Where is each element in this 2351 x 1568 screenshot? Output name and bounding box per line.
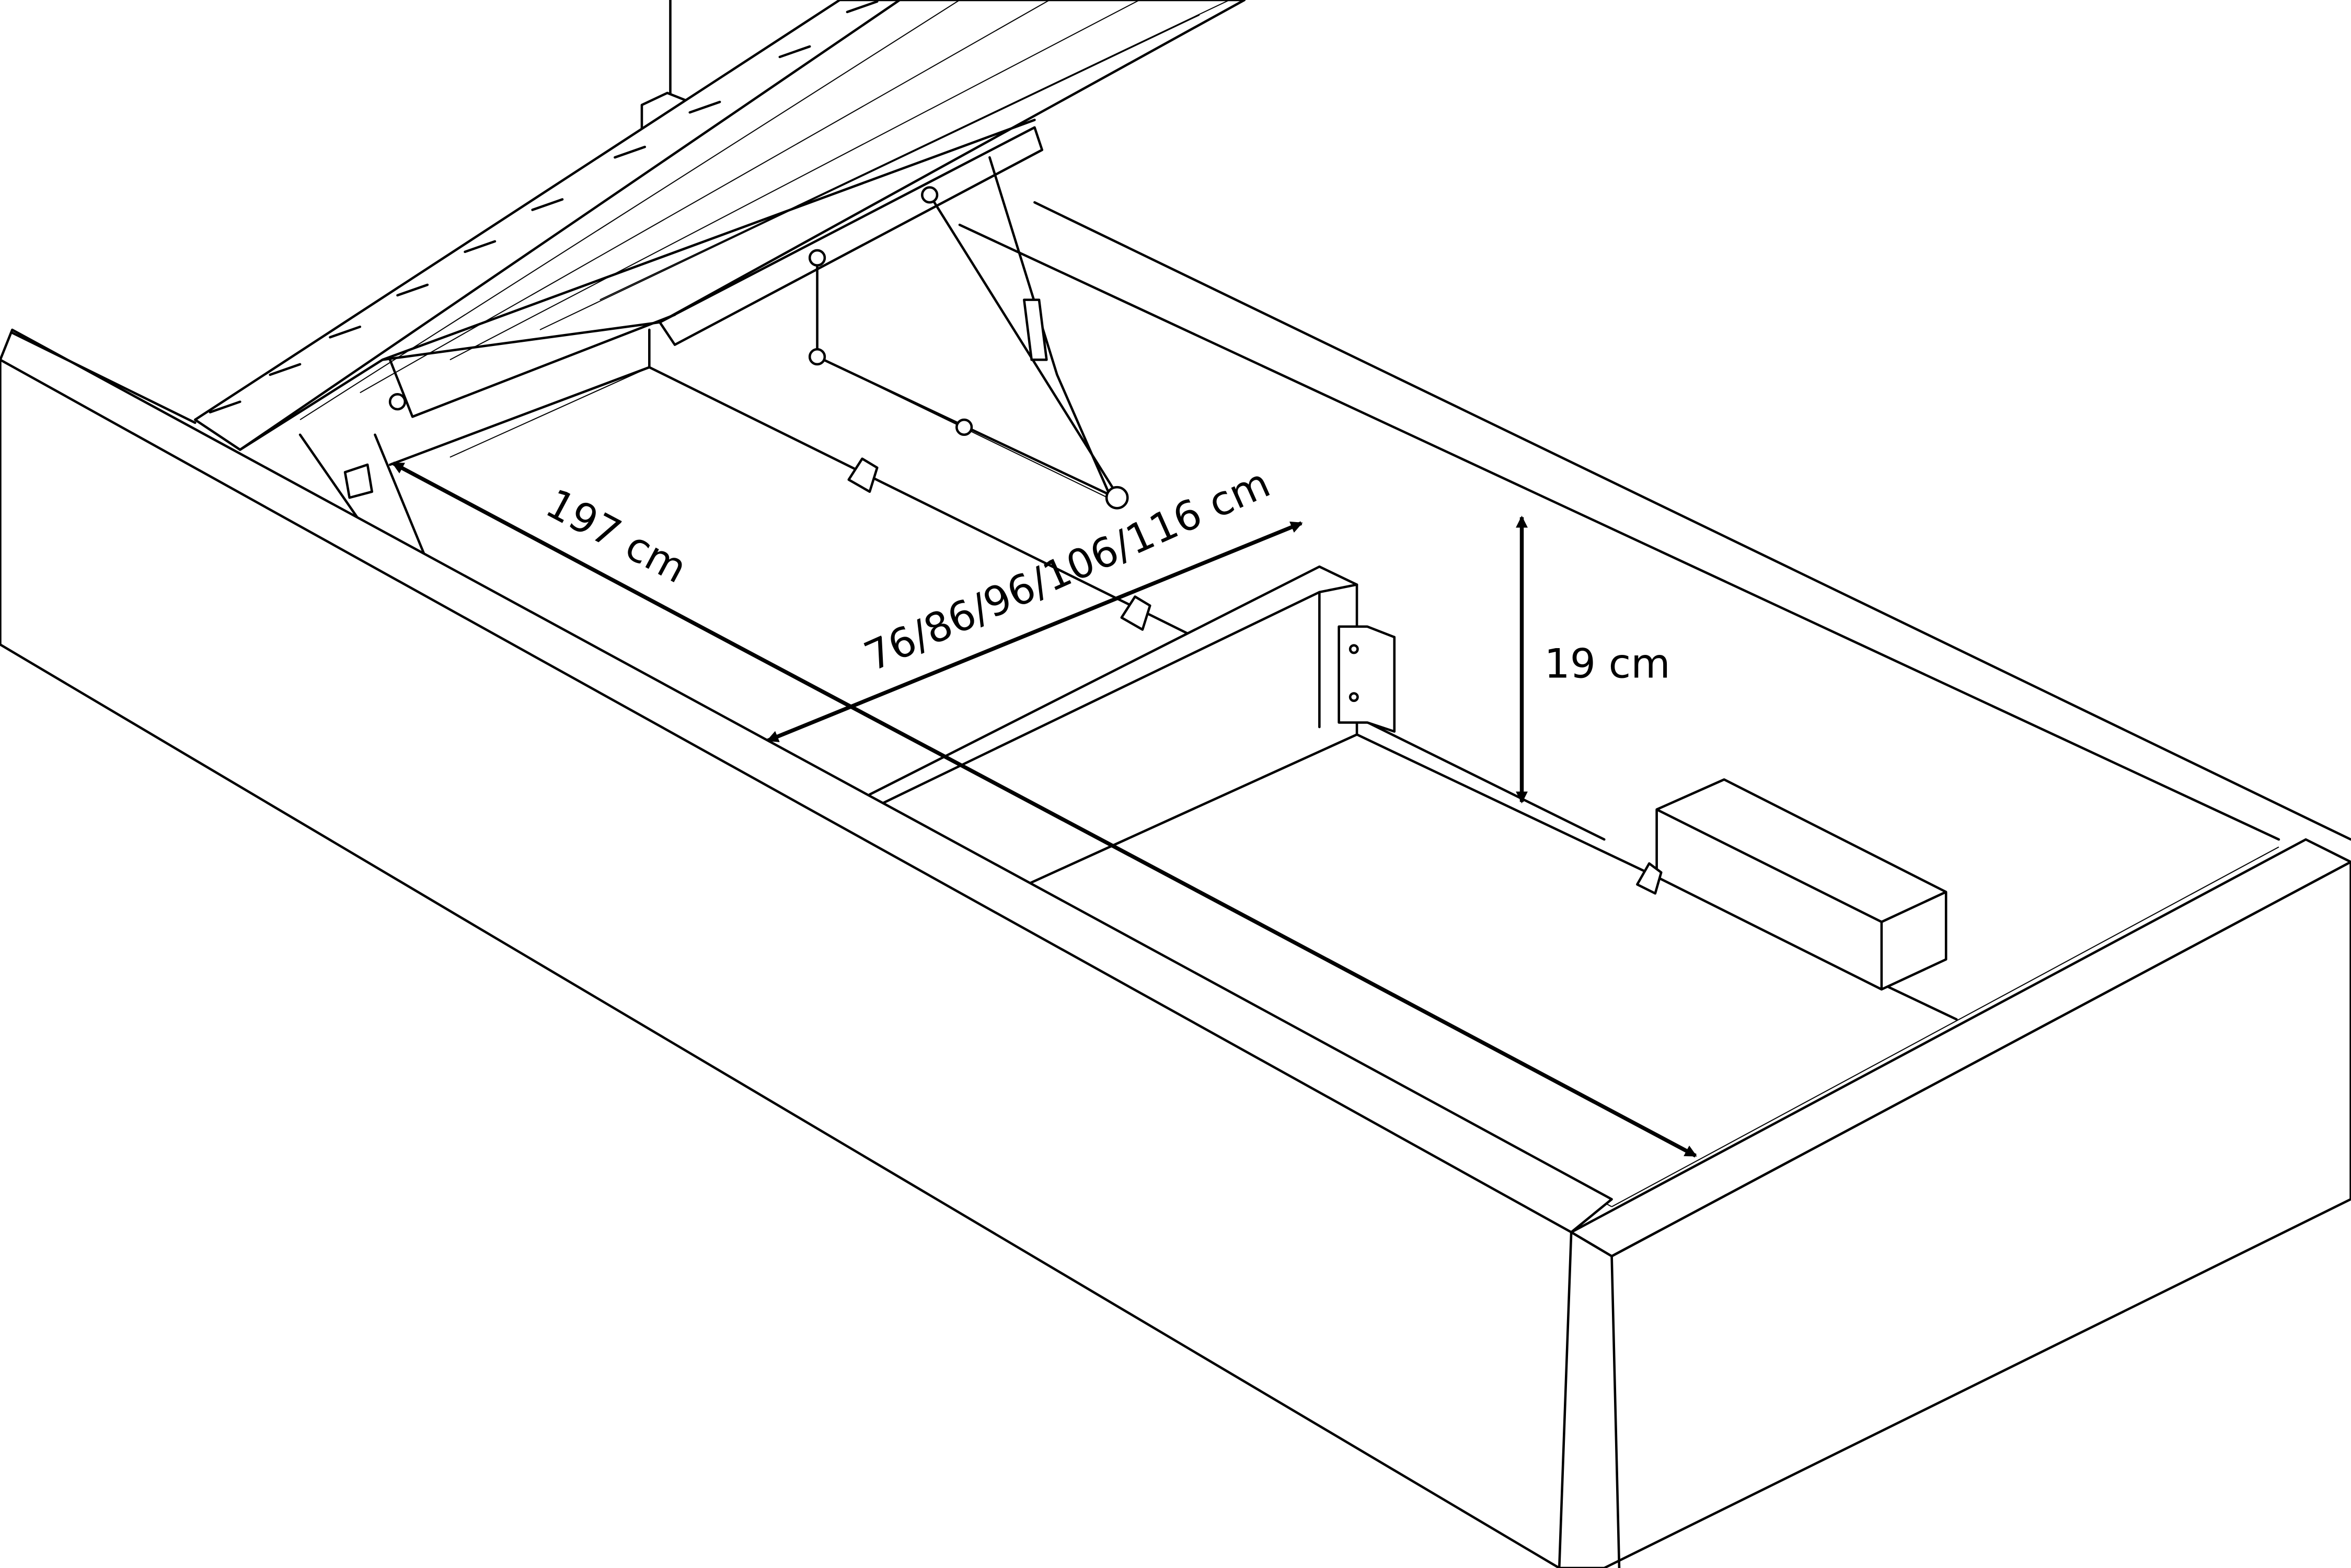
hinge-bracket-icon <box>1338 625 1396 733</box>
width-dimension-arrow <box>766 521 1303 743</box>
length-label: 197 cm <box>538 480 695 593</box>
slatted-frame <box>193 0 1246 451</box>
depth-label: 19 cm <box>1545 640 1670 687</box>
foot-rail <box>1558 838 2351 1568</box>
support-block <box>1655 778 1947 991</box>
length-dimension-arrow <box>391 461 1697 1158</box>
side-rail <box>0 328 1613 1568</box>
